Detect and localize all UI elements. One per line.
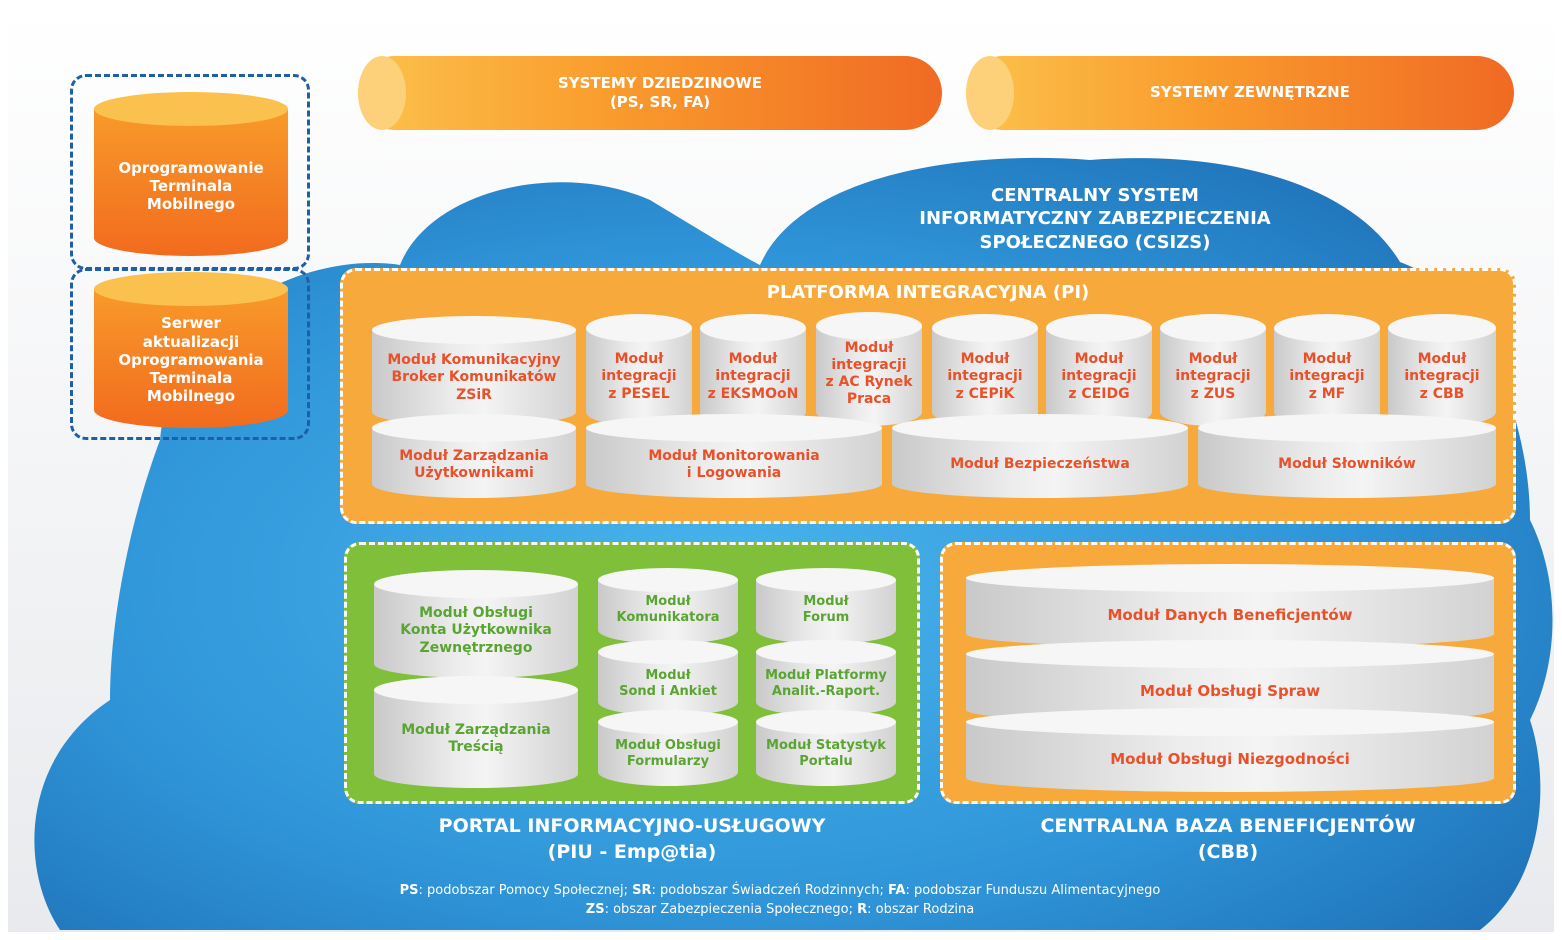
mobile-terminal-software-cylinder: Oprogramowanie Terminala Mobilnego bbox=[94, 92, 288, 256]
piu-title: PORTAL INFORMACYJNO-USŁUGOWY (PIU - Emp@… bbox=[438, 815, 826, 863]
external-systems-bar: SYSTEMY ZEWNĘTRZNE bbox=[966, 56, 1514, 130]
integration-platform-title: PLATFORMA INTEGRACYJNA (PI) bbox=[766, 282, 1090, 303]
legend-line2: ZS: obszar Zabezpieczenia Społecznego; R… bbox=[585, 901, 975, 917]
pi-module-dictionaries: Moduł Słowników bbox=[1198, 414, 1496, 498]
domain-systems-bar: SYSTEMY DZIEDZINOWE (PS, SR, FA) bbox=[358, 56, 942, 130]
cloud-title: CENTRALNY SYSTEM INFORMATYCZNY ZABEZPIEC… bbox=[919, 185, 1271, 253]
domain-systems-label: SYSTEMY DZIEDZINOWE (PS, SR, FA) bbox=[398, 56, 922, 130]
domain-systems-line1: SYSTEMY DZIEDZINOWE bbox=[557, 73, 763, 92]
update-server-group bbox=[70, 268, 310, 440]
bar-cap bbox=[358, 56, 406, 130]
update-server-cylinder: Serwer aktualizacji Oprogramowania Termi… bbox=[94, 272, 288, 428]
cbb-module-beneficiary-data: Moduł Danych Beneficjentów bbox=[966, 564, 1494, 648]
legend: PS: podobszar Pomocy Społecznej; SR: pod… bbox=[200, 882, 1360, 920]
external-systems-label: SYSTEMY ZEWNĘTRZNE bbox=[1150, 83, 1350, 102]
pi-module-security: Moduł Bezpieczeństwa bbox=[892, 414, 1188, 498]
cbb-module-discrepancy-handling: Moduł Obsługi Niezgodności bbox=[966, 708, 1494, 792]
update-server-label: Serwer aktualizacji Oprogramowania Termi… bbox=[118, 314, 264, 406]
cbb-title: CENTRALNA BAZA BENEFICJENTÓW (CBB) bbox=[1040, 815, 1416, 863]
legend-line1: PS: podobszar Pomocy Społecznej; SR: pod… bbox=[399, 883, 1161, 898]
domain-systems-line2: (PS, SR, FA) bbox=[609, 93, 711, 111]
mobile-terminal-software-label: Oprogramowanie Terminala Mobilnego bbox=[118, 158, 264, 214]
bar-cap bbox=[966, 56, 1014, 130]
